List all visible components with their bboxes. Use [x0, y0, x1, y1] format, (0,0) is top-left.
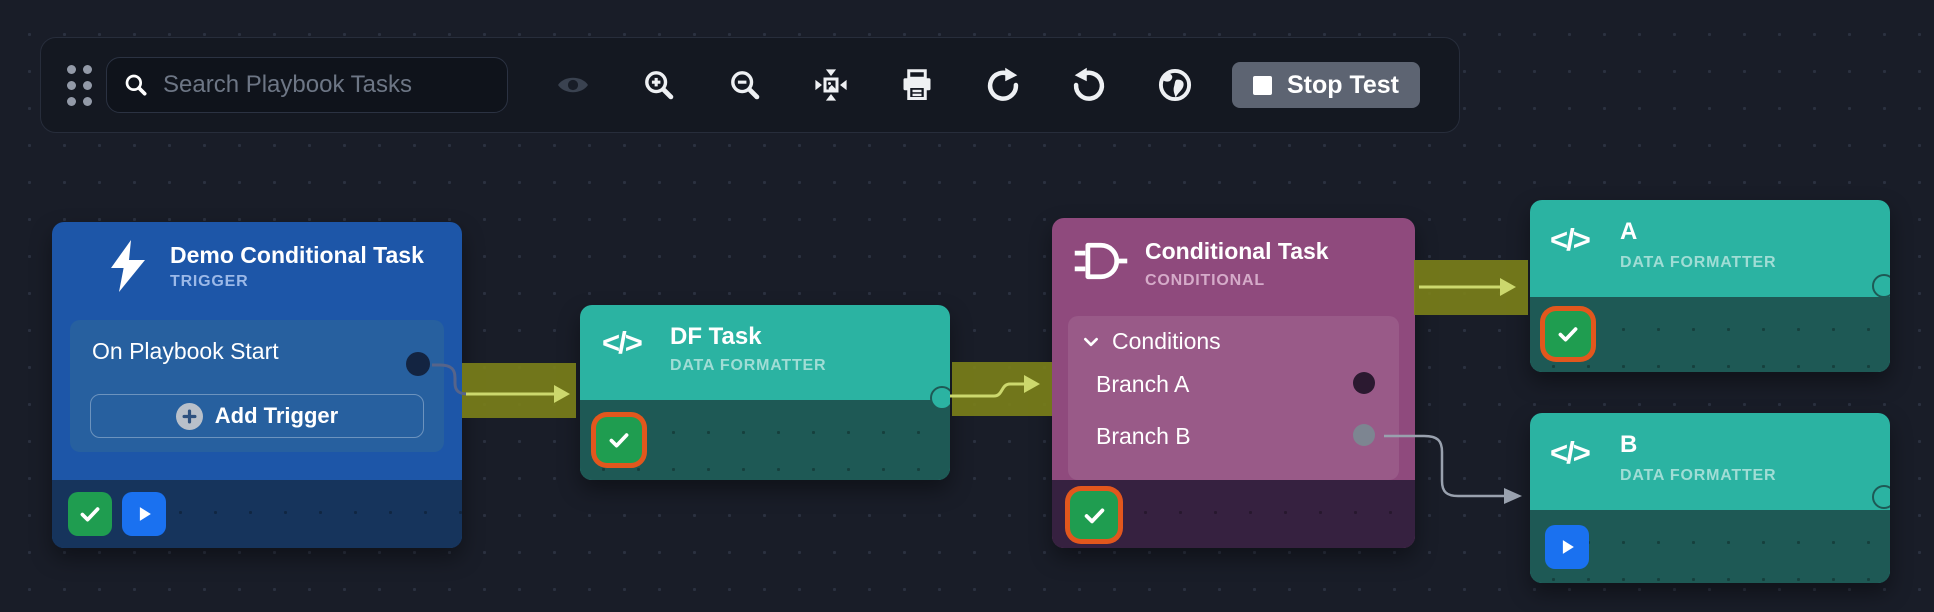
branch-b-label: Branch B	[1096, 423, 1191, 449]
play-button[interactable]	[122, 492, 166, 536]
play-button[interactable]	[1545, 525, 1589, 569]
edge-df-to-conditional	[950, 382, 1026, 398]
node-conditional[interactable]: Conditional Task CONDITIONAL Conditions …	[1052, 218, 1415, 548]
node-type-label: CONDITIONAL	[1145, 272, 1265, 289]
node-b[interactable]: </> B DATA FORMATTER	[1530, 413, 1890, 583]
node-a-output-port[interactable]	[1872, 274, 1890, 298]
play-icon	[139, 507, 151, 521]
node-b-output-port[interactable]	[1872, 485, 1890, 509]
node-title: DF Task	[670, 323, 762, 350]
node-title: B	[1620, 431, 1638, 458]
branch-a-port[interactable]	[1353, 372, 1375, 394]
code-icon: </>	[602, 325, 643, 360]
zoom-in-icon[interactable]	[640, 66, 678, 104]
success-status-button-selected[interactable]	[1070, 491, 1118, 539]
conditions-panel: Conditions Branch A Branch B	[1068, 316, 1399, 480]
edge-arrow-a	[1500, 278, 1516, 296]
globe-icon[interactable]	[1156, 66, 1194, 104]
branch-a-row[interactable]: Branch A	[1096, 371, 1189, 398]
executed-band-trigger-df	[462, 363, 576, 418]
node-type-label: DATA FORMATTER	[670, 357, 827, 374]
drag-handle-icon[interactable]	[67, 64, 92, 106]
success-status-button-selected[interactable]	[596, 417, 642, 463]
node-a[interactable]: </> A DATA FORMATTER	[1530, 200, 1890, 372]
code-icon: </>	[1550, 435, 1591, 470]
node-type-label: DATA FORMATTER	[1620, 254, 1777, 271]
play-icon	[1562, 540, 1574, 554]
zoom-out-icon[interactable]	[726, 66, 764, 104]
preview-eye-icon[interactable]	[554, 66, 592, 104]
branch-b-port[interactable]	[1353, 424, 1375, 446]
plus-icon	[175, 402, 203, 430]
node-status-bar	[1530, 510, 1890, 583]
node-status-bar	[52, 480, 462, 548]
node-title: Conditional Task	[1145, 238, 1329, 264]
edge-arrow-df	[554, 385, 570, 403]
success-status-button[interactable]	[68, 492, 112, 536]
undo-icon[interactable]	[1070, 66, 1108, 104]
node-status-bar	[1052, 480, 1415, 548]
stop-test-button[interactable]: Stop Test	[1232, 62, 1420, 108]
chevron-down-icon	[1084, 337, 1098, 346]
edge-arrow-b	[1504, 488, 1522, 504]
node-status-bar	[580, 400, 950, 480]
search-box[interactable]	[106, 57, 508, 113]
check-icon	[1084, 508, 1104, 523]
redo-icon[interactable]	[984, 66, 1022, 104]
node-df-task[interactable]: </> DF Task DATA FORMATTER	[580, 305, 950, 480]
editor-toolbar: Stop Test	[40, 37, 1460, 133]
on-playbook-start-row: On Playbook Start	[92, 338, 279, 364]
add-trigger-label: Add Trigger	[214, 403, 339, 428]
fit-to-screen-icon[interactable]	[812, 66, 850, 104]
stop-test-label: Stop Test	[1286, 70, 1400, 99]
logic-gate-icon	[1074, 242, 1128, 280]
node-title: Demo Conditional Task	[170, 242, 424, 268]
trigger-output-port[interactable]	[406, 352, 430, 376]
check-icon	[1558, 327, 1578, 342]
branch-a-label: Branch A	[1096, 371, 1190, 397]
add-trigger-button[interactable]: Add Trigger	[90, 394, 424, 438]
node-status-bar	[1530, 297, 1890, 372]
branch-b-row[interactable]: Branch B	[1096, 423, 1191, 450]
conditions-label: Conditions	[1112, 328, 1221, 354]
conditions-header[interactable]: Conditions	[1082, 328, 1221, 355]
check-icon	[80, 507, 100, 522]
search-icon	[125, 74, 147, 96]
success-status-button-selected[interactable]	[1545, 311, 1591, 357]
code-icon: </>	[1550, 222, 1591, 257]
search-input[interactable]	[163, 71, 491, 99]
print-icon[interactable]	[898, 66, 936, 104]
df-output-port[interactable]	[930, 386, 950, 410]
lightning-icon	[111, 240, 145, 292]
executed-band-conditional-a	[1414, 260, 1528, 315]
edge-arrow-conditional	[1024, 375, 1040, 393]
trigger-list-panel: On Playbook Start Add Trigger	[70, 320, 444, 452]
check-icon	[609, 433, 629, 448]
executed-band-df-conditional	[952, 362, 1052, 416]
node-trigger[interactable]: Demo Conditional Task TRIGGER On Playboo…	[52, 222, 462, 548]
node-type-label: TRIGGER	[170, 273, 249, 290]
node-title: A	[1620, 218, 1638, 245]
node-type-label: DATA FORMATTER	[1620, 467, 1777, 484]
stop-icon	[1252, 75, 1272, 95]
